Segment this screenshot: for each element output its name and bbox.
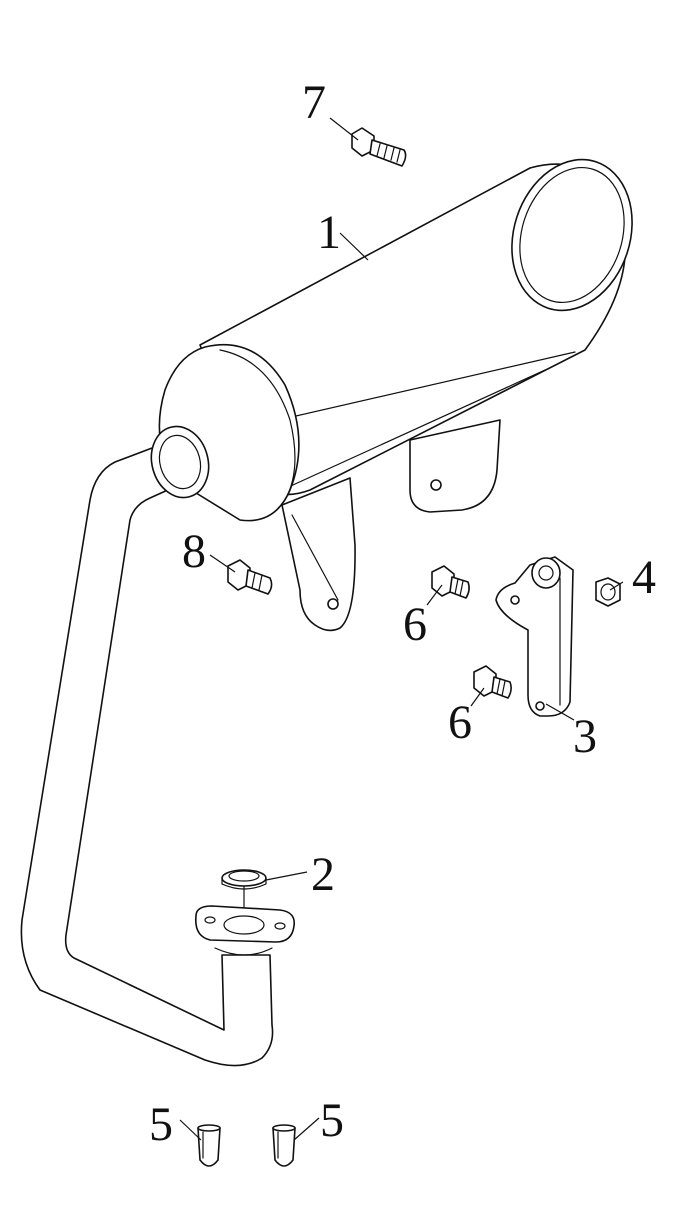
callout-6a: 6 [403,598,427,651]
flange-bolt-6a [431,565,470,599]
pin-5a [197,1124,221,1167]
flange-bolt-8 [227,559,273,595]
callout-4: 4 [632,551,656,604]
pin-5b [272,1124,296,1167]
muffler [150,158,633,632]
leader-lines [179,117,624,1141]
callout-7: 7 [302,76,326,129]
callout-3: 3 [573,710,597,763]
flange-bolt-6b [473,665,512,699]
callout-2: 2 [311,848,335,901]
exhaust-pipe [20,444,274,1067]
callout-5a: 5 [149,1098,173,1151]
mounting-bracket [495,556,574,717]
callout-8: 8 [182,525,206,578]
gasket [221,869,267,911]
callout-5b: 5 [320,1094,344,1147]
flange-nut [595,577,621,607]
callout-6b: 6 [448,696,472,749]
flange-bolt-7 [351,127,407,167]
pipe-flange [194,905,296,943]
callout-1: 1 [317,206,341,259]
